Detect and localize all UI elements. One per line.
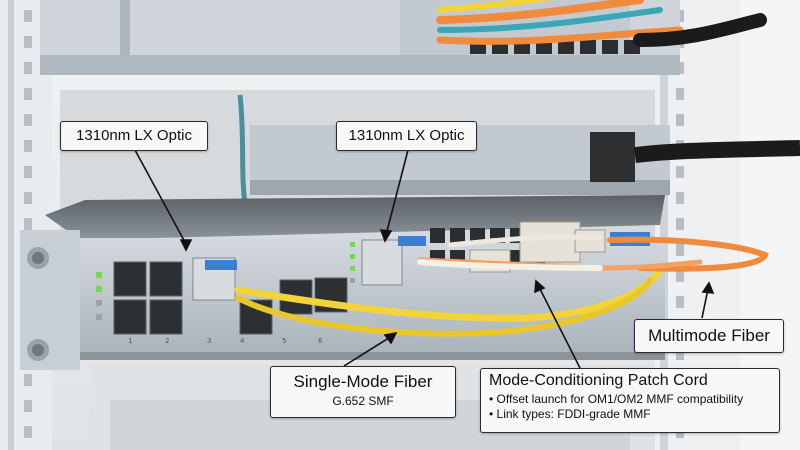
sfp-cage <box>149 299 183 335</box>
callout-single-mode-subtitle: G.652 SMF <box>332 394 394 408</box>
port-number: 6 <box>318 337 323 345</box>
rack-hole <box>24 36 32 48</box>
rack-hole <box>676 88 684 100</box>
sfp-cage <box>113 261 147 297</box>
callout-lx-optic-right-label: 1310nm LX Optic <box>348 127 465 144</box>
callout-single-mode-fiber: Single-Mode Fiber G.652 SMF <box>270 366 456 418</box>
port-number: 2 <box>165 337 169 345</box>
port-number: 3 <box>207 337 211 345</box>
callout-mode-conditioning: Mode-Conditioning Patch Cord Offset laun… <box>480 368 780 433</box>
callout-arrows <box>134 149 715 369</box>
top-port <box>602 40 618 54</box>
led <box>350 254 355 259</box>
rack-hole <box>24 426 32 438</box>
top-port <box>580 40 596 54</box>
callout-mode-conditioning-bullets: Offset launch for OM1/OM2 MMF compatibil… <box>481 392 779 422</box>
callout-lx-optic-right: 1310nm LX Optic <box>336 121 477 151</box>
rack-hole <box>676 296 684 308</box>
rack-hole <box>24 218 32 230</box>
callout-mode-conditioning-title: Mode-Conditioning Patch Cord <box>489 372 708 389</box>
callout-single-mode-title: Single-Mode Fiber <box>293 372 433 391</box>
port-number: 4 <box>240 337 245 345</box>
port-numbers: 1 2 3 4 5 6 <box>128 337 323 345</box>
led <box>350 278 355 283</box>
port-number: 1 <box>128 337 132 345</box>
led <box>350 242 355 247</box>
rack-hole <box>676 270 684 282</box>
rack-hole <box>24 114 32 126</box>
mode-conditioning-connectors <box>469 221 650 273</box>
led <box>96 272 102 278</box>
callout-lx-optic-left: 1310nm LX Optic <box>60 121 208 151</box>
led <box>350 266 355 271</box>
rj45-port <box>430 228 445 243</box>
status-leds <box>96 242 355 320</box>
led <box>96 314 102 320</box>
rack-hole <box>676 218 684 230</box>
rack-hole <box>24 400 32 412</box>
mode-conditioning-patch-cord <box>417 234 603 271</box>
rack-hole <box>24 88 32 100</box>
led <box>96 300 102 306</box>
rack-hole <box>24 192 32 204</box>
lx-optic-right <box>361 236 426 286</box>
rack-hole <box>24 374 32 386</box>
top-cables <box>436 0 767 47</box>
rack-hole <box>24 140 32 152</box>
led <box>96 286 102 292</box>
callout-multimode-label: Multimode Fiber <box>648 326 770 345</box>
rj45-port <box>450 228 465 243</box>
callout-bullet: Link types: FDDI-grade MMF <box>489 407 779 422</box>
rack-hole <box>24 166 32 178</box>
rack-hole <box>24 10 32 22</box>
callout-multimode-fiber: Multimode Fiber <box>634 319 784 353</box>
port-number: 5 <box>282 337 286 345</box>
rack-hole <box>676 114 684 126</box>
sfp-cage <box>149 261 183 297</box>
callout-bullet: Offset launch for OM1/OM2 MMF compatibil… <box>489 392 779 407</box>
rack-hole <box>676 166 684 178</box>
single-mode-fiber <box>234 266 664 337</box>
lx-optic-left <box>192 257 237 301</box>
rack-hole <box>676 244 684 256</box>
rack-hole <box>676 348 684 360</box>
rack-hole <box>24 62 32 74</box>
rj45-port <box>470 228 485 243</box>
sfp-cage <box>113 299 147 335</box>
top-port <box>558 40 574 54</box>
rack-hole <box>676 192 684 204</box>
callout-lx-optic-left-label: 1310nm LX Optic <box>76 127 192 144</box>
